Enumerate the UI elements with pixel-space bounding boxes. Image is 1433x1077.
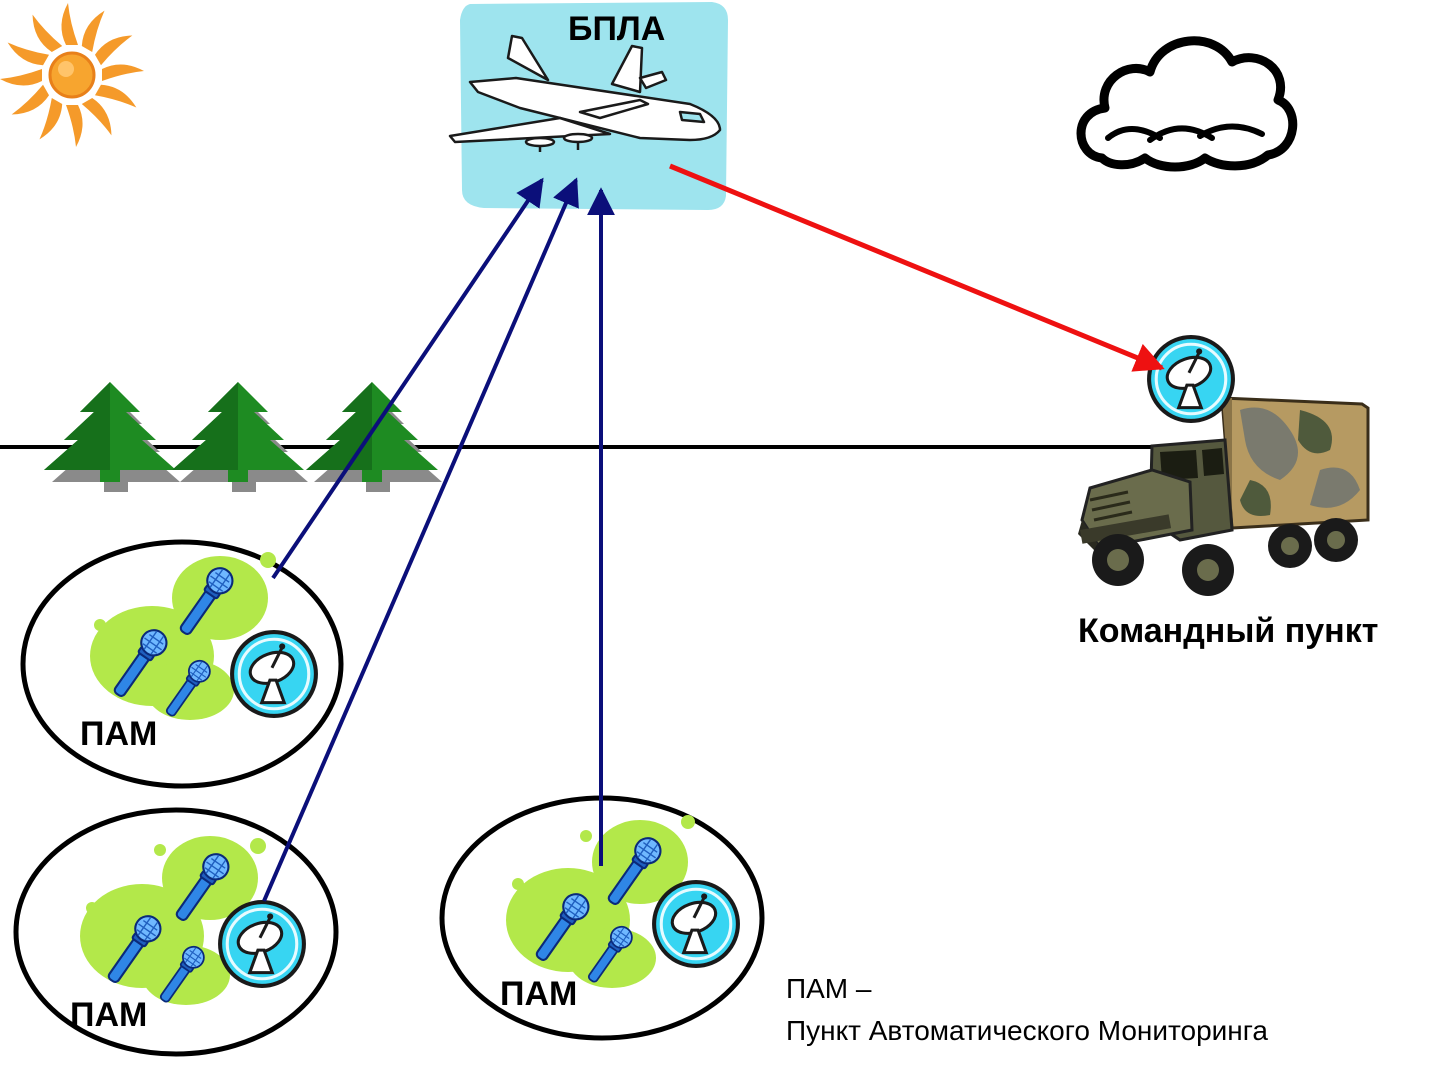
uav-panel: БПЛА	[448, 2, 728, 210]
airplane-icon	[448, 34, 722, 152]
tree-icon	[172, 382, 308, 492]
legend-line-2: Пункт Автоматического Мониторинга	[786, 1015, 1268, 1046]
pam-label: ПАМ	[500, 975, 577, 1013]
uplink-arrow-pam-2	[262, 177, 579, 902]
uav-label: БПЛА	[568, 10, 665, 48]
uplink-arrow-pam-1	[271, 177, 544, 580]
satellite-dish-icon	[220, 902, 304, 986]
tree-icon	[306, 382, 442, 492]
downlink-arrow-command-post	[669, 163, 1165, 372]
pam-station-2: ПАМ	[13, 807, 339, 1057]
cloud-icon	[1076, 36, 1298, 172]
uplink-arrows	[262, 177, 615, 902]
legend-line-1: ПАМ –	[786, 973, 872, 1004]
military-truck-icon	[1078, 396, 1370, 596]
pam-station-1: ПАМ	[20, 539, 344, 789]
sun-icon	[0, 3, 144, 147]
tree-icon	[44, 382, 180, 492]
pam-station-3: ПАМ	[439, 795, 765, 1041]
tree-group	[44, 382, 442, 492]
command-post-label: Командный пункт	[1078, 612, 1378, 650]
legend: ПАМ – Пункт Автоматического Мониторинга	[786, 973, 1268, 1046]
pam-label: ПАМ	[70, 996, 147, 1034]
satellite-dish-icon	[232, 632, 316, 716]
satellite-dish-icon	[1149, 337, 1233, 421]
pam-label: ПАМ	[80, 715, 157, 753]
satellite-dish-icon	[654, 882, 738, 966]
